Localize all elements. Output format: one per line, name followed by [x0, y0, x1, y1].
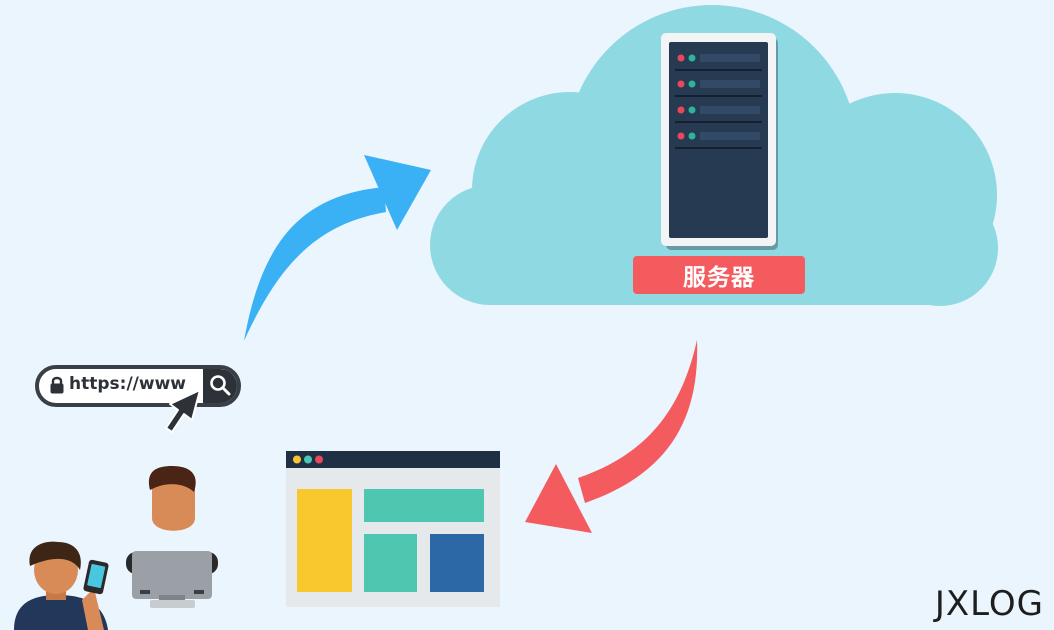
search-icon — [210, 375, 231, 396]
cursor-arrow-icon — [165, 389, 201, 433]
server-slot — [675, 106, 762, 123]
address-bar[interactable]: https://www — [35, 365, 241, 407]
browser-window-icon — [286, 451, 500, 607]
brand-logo: JXLOG — [934, 584, 1044, 624]
server-rack-icon — [661, 33, 778, 250]
request-arrow — [244, 155, 431, 341]
monitor-icon — [132, 551, 212, 599]
url-text: https://www — [69, 374, 186, 394]
server-slot — [675, 54, 762, 71]
person-at-monitor — [126, 466, 218, 608]
lock-icon — [50, 376, 64, 394]
cloud-shape — [430, 5, 998, 306]
response-arrow — [525, 340, 698, 533]
server-slot — [675, 132, 762, 149]
server-slot — [675, 80, 762, 97]
server-label: 服务器 — [633, 256, 805, 294]
search-button[interactable] — [203, 369, 237, 403]
person-with-phone — [14, 541, 109, 630]
